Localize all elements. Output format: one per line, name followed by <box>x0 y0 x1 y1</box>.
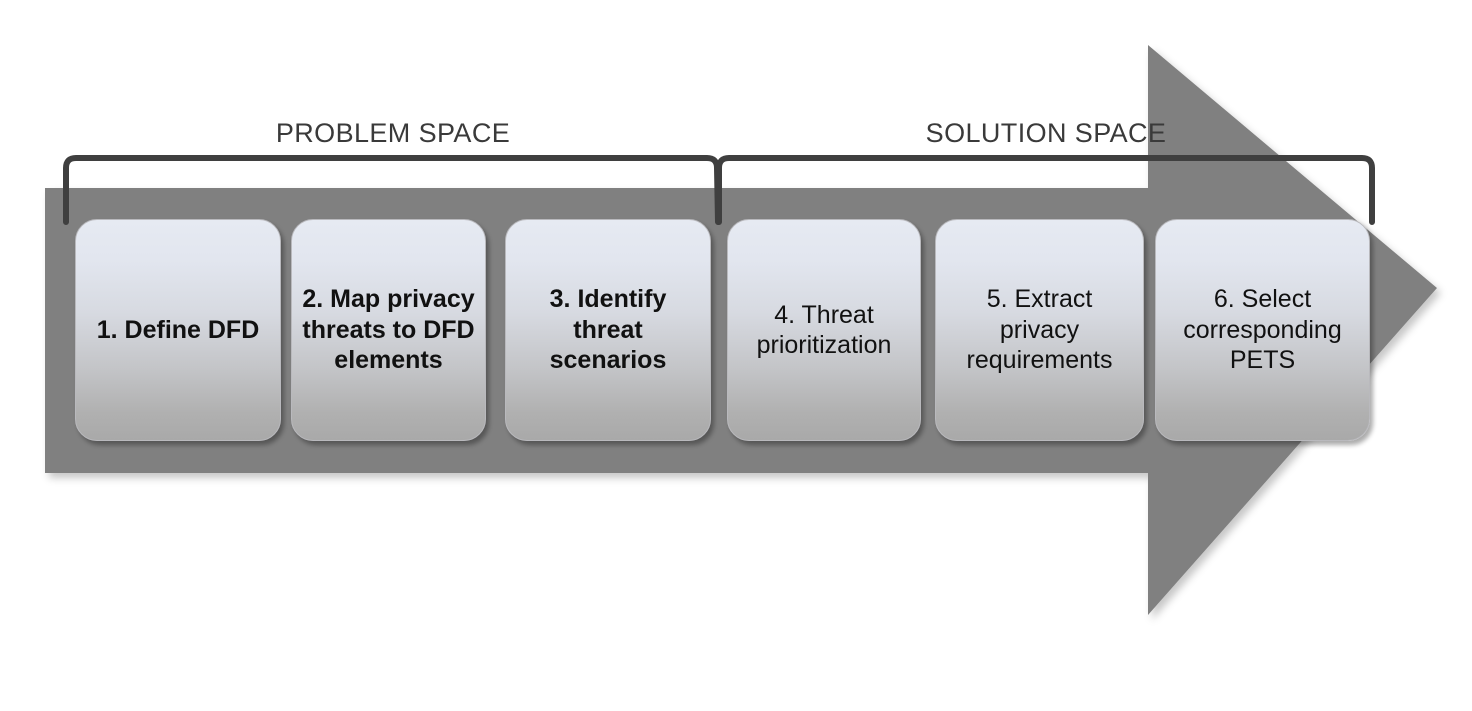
phase-label-solution-space: SOLUTION SPACE <box>925 118 1167 148</box>
problem-space-bracket <box>63 155 721 225</box>
step-label-1: 1. Define DFD <box>96 315 260 344</box>
step-box-3[interactable]: 3. Identify threat scenarios <box>505 219 711 441</box>
step-label-5: 5. Extract privacy requirements <box>966 285 1113 375</box>
step-label-2: 2. Map privacy threats to DFD elements <box>302 285 475 375</box>
step-label-4: 4. Threat prioritization <box>756 300 892 360</box>
phase-label-problem-space: PROBLEM SPACE <box>275 118 511 148</box>
step-box-2[interactable]: 2. Map privacy threats to DFD elements <box>291 219 486 441</box>
step-box-1[interactable]: 1. Define DFD <box>75 219 281 441</box>
step-label-3: 3. Identify threat scenarios <box>549 285 667 375</box>
solution-space-bracket <box>716 155 1375 225</box>
step-box-4[interactable]: 4. Threat prioritization <box>727 219 921 441</box>
step-box-6[interactable]: 6. Select corresponding PETS <box>1155 219 1370 441</box>
step-box-5[interactable]: 5. Extract privacy requirements <box>935 219 1144 441</box>
step-label-6: 6. Select corresponding PETS <box>1183 285 1342 375</box>
